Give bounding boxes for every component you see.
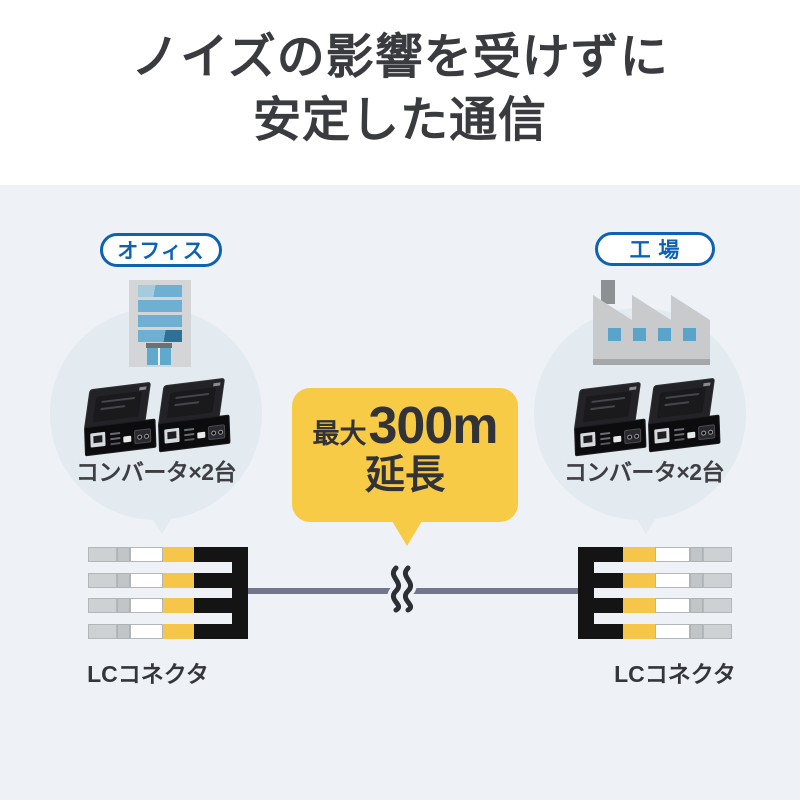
page-title: ノイズの影響を受けずに 安定した通信 [0, 26, 800, 153]
converter-print-line [665, 392, 700, 400]
building-door [147, 348, 171, 365]
factory-converter-device-2 [642, 377, 723, 453]
cable-break-icon [387, 562, 417, 614]
converter-switch [197, 431, 206, 439]
fan-junction-bar [232, 547, 248, 639]
converter-label-plate [166, 386, 216, 419]
factory-converter-label: コンバータ×2台 [563, 459, 725, 485]
distance-value: 300m [368, 397, 499, 455]
converter-print-line [175, 392, 210, 400]
rj45-port-icon [580, 431, 596, 448]
converter-print-line [591, 396, 626, 404]
converter-corner-mark [139, 386, 147, 391]
converter-label-plate [656, 386, 706, 419]
office-lc-connector-label: LCコネクタ [87, 661, 209, 687]
factory-lc-connector-label: LCコネクタ [614, 661, 736, 687]
distance-callout-bubble: 最大 300m 延長 [292, 388, 518, 522]
building-door-lintel [146, 343, 172, 348]
lc-connector-icon [88, 547, 234, 562]
lc-connector-icon [88, 598, 234, 613]
converter-front-print [110, 431, 121, 436]
office-building-icon [129, 280, 191, 367]
office-converter-label: コンバータ×2台 [75, 459, 237, 485]
converter-front-print [184, 427, 195, 432]
converter-label-plate [92, 390, 142, 423]
converter-front-print [600, 431, 611, 436]
office-halo-tail [146, 508, 178, 534]
factory-icon [593, 280, 710, 365]
building-window-band [138, 330, 182, 342]
factory-halo-tail [630, 508, 662, 534]
factory-icon-svg [593, 280, 710, 365]
page-title-line2: 安定した通信 [252, 94, 547, 148]
converter-print-line [174, 401, 200, 407]
building-window-band [138, 315, 182, 327]
lc-connector-icon [594, 573, 732, 588]
converter-print-line [101, 396, 136, 404]
converter-print-line [590, 405, 616, 411]
factory-location-pill: 工 場 [595, 232, 715, 266]
rj45-port-icon [164, 427, 180, 444]
distance-prefix: 最大 [312, 419, 367, 449]
building-window-band [138, 285, 182, 297]
lc-duplex-port-icon [623, 428, 642, 445]
rj45-port-icon [90, 431, 106, 448]
factory-location-label: 工 場 [629, 239, 681, 262]
factory-converter-device-1 [568, 381, 649, 457]
lc-duplex-port-icon [697, 424, 716, 441]
distance-callout-tail [389, 516, 425, 546]
distance-suffix: 延長 [365, 453, 445, 497]
office-converter-device-1 [78, 381, 159, 457]
converter-switch [687, 431, 696, 439]
page-title-line1: ノイズの影響を受けずに [131, 31, 669, 84]
converter-print-line [664, 401, 690, 407]
lc-connector-icon [594, 598, 732, 613]
fan-junction-bar [578, 547, 594, 639]
converter-switch [613, 435, 622, 443]
converter-front-print [674, 427, 685, 432]
office-location-label: オフィス [117, 240, 205, 263]
converter-switch [123, 435, 132, 443]
distance-callout-line1: 最大 300m [292, 400, 518, 452]
converter-label-plate [582, 390, 632, 423]
building-window-band [138, 300, 182, 312]
converter-corner-mark [213, 382, 221, 387]
office-location-pill: オフィス [100, 233, 222, 267]
office-converter-device-2 [152, 377, 233, 453]
lc-duplex-port-icon [207, 424, 226, 441]
converter-corner-mark [703, 382, 711, 387]
converter-print-line [100, 405, 126, 411]
lc-connector-icon [594, 547, 732, 562]
lc-duplex-port-icon [133, 428, 152, 445]
lc-connector-icon [88, 624, 234, 639]
lc-connector-icon [594, 624, 732, 639]
lc-connector-icon [88, 573, 234, 588]
rj45-port-icon [654, 427, 670, 444]
converter-corner-mark [629, 386, 637, 391]
title-section: ノイズの影響を受けずに 安定した通信 [0, 0, 800, 185]
